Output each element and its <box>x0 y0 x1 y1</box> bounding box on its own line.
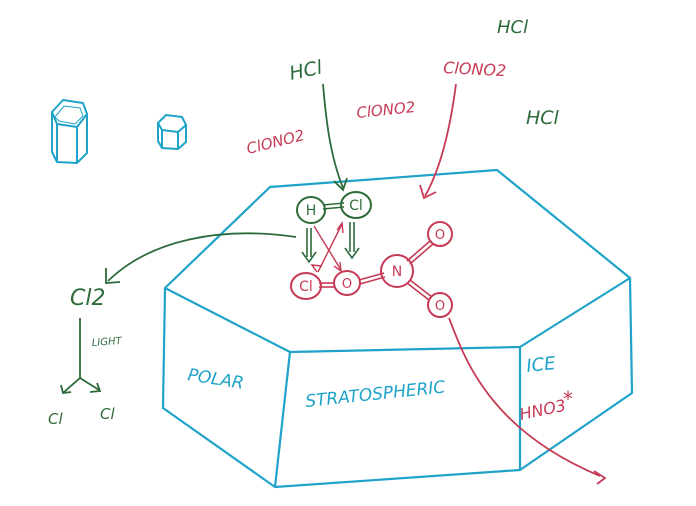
photolysis-arrows <box>60 318 102 394</box>
clono2-incoming-arrow <box>419 83 457 200</box>
face-label-ice: ICE <box>525 353 557 377</box>
cl2-release-arrow <box>105 232 297 284</box>
hno3-star: * <box>563 387 573 411</box>
hno3-label: HNO3 <box>518 396 568 424</box>
cl2-label: Cl2 <box>70 286 105 311</box>
clono2-n-label: N <box>392 264 402 280</box>
cl-atom-left: Cl <box>48 410 63 428</box>
tiny-ice-crystal-icon <box>157 114 187 150</box>
clono2-n-atom <box>380 254 414 288</box>
hcl-cl-label: Cl <box>349 198 363 214</box>
crystal-top-face <box>163 168 632 354</box>
clono2-label-left: ClONO2 <box>245 126 307 158</box>
cl-atom-right: Cl <box>100 405 115 423</box>
clono2-cl-atom <box>290 272 322 300</box>
clono2-label-middle: ClONO2 <box>356 98 417 122</box>
ice-crystal-slab <box>161 168 634 489</box>
hcl-label-top-right: HCl <box>497 17 528 38</box>
exchange-arrows <box>310 221 344 273</box>
clono2-cl-label: Cl <box>299 279 313 295</box>
face-label-polar: POLAR <box>186 365 245 394</box>
light-label: LIGHT <box>91 336 122 349</box>
clono2-o3-label: O <box>435 299 445 314</box>
clono2-o3-atom <box>427 292 453 318</box>
hcl-cl-atom <box>340 191 372 219</box>
clono2-o1-atom <box>333 270 361 296</box>
hno3-release-arrow <box>448 317 607 485</box>
clono2-o1-label: O <box>342 277 352 292</box>
clono2-label-right: ClONO2 <box>443 58 507 80</box>
hcl-incoming-arrow <box>322 83 348 192</box>
downward-transfer-arrows <box>301 222 360 264</box>
clono2-molecule: Cl O N O O <box>290 221 453 318</box>
hcl-label-right: HCl <box>526 107 560 129</box>
face-label-stratospheric: STRATOSPHERIC <box>304 377 446 412</box>
hcl-label-center: HCl <box>287 56 324 84</box>
small-ice-crystal-icon <box>51 99 88 164</box>
clono2-o2-label: O <box>435 228 445 243</box>
clono2-o2-atom <box>427 221 453 247</box>
hcl-h-label: H <box>306 203 317 219</box>
hcl-h-atom <box>296 196 326 224</box>
hcl-molecule: H Cl <box>296 191 372 224</box>
